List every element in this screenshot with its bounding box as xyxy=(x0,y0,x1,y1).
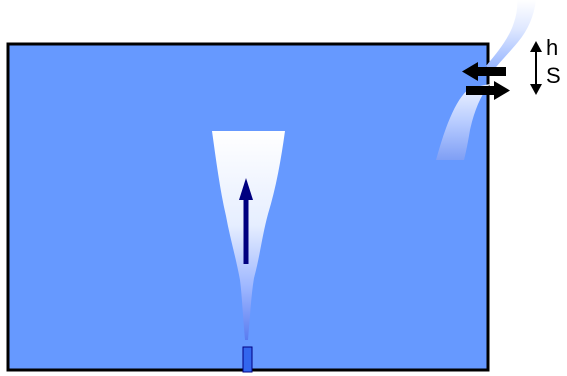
source-nozzle xyxy=(242,346,253,373)
label-h: h xyxy=(546,35,558,60)
double-arrow-vertical-icon xyxy=(530,41,542,95)
inflow-stream xyxy=(436,84,490,160)
arrow-up-icon xyxy=(239,178,253,264)
label-s: S xyxy=(546,63,561,88)
arrow-right-icon xyxy=(466,81,510,100)
arrow-left-icon xyxy=(462,62,506,81)
outflow-stream xyxy=(486,0,536,72)
